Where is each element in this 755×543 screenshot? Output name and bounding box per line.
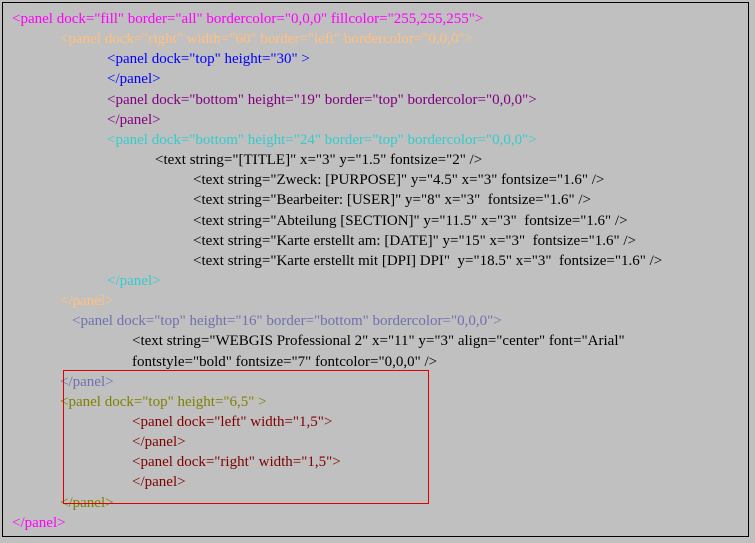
code-line-panel-right15-open: <panel dock="right" width="1,5"> [132, 454, 341, 471]
code-line-panel-left-close: </panel> [132, 434, 186, 451]
highlight-box [63, 370, 429, 504]
code-line-panel-left-open: <panel dock="left" width="1,5"> [132, 414, 333, 430]
code-line-text-title: <text string="[TITLE]" x="3" y="1.5" fon… [155, 152, 483, 169]
code-line-text-purpose: <text string="Zweck: [PURPOSE]" y="4.5" … [193, 172, 605, 189]
code-line-panel-right15-close: </panel> [132, 474, 186, 491]
code-line-text-date: <text string="Karte erstellt am: [DATE]"… [193, 232, 636, 249]
code-line-panel-top-close: </panel> [107, 71, 161, 88]
code-line-panel-top16-open: <panel dock="top" height="16" border="bo… [72, 313, 502, 330]
code-line-text-user: <text string="Bearbeiter: [USER]" y="8" … [193, 192, 592, 209]
code-line-panel-right-open: <panel dock="right" width="60" border="l… [60, 31, 473, 48]
code-line-panel-bottom19-close: </panel> [107, 111, 161, 128]
code-line-panel-bottom24-open: <panel dock="bottom" height="24" border=… [107, 131, 537, 148]
code-line-panel-top16-close: </panel> [60, 373, 114, 390]
code-line-panel-top-open: <panel dock="top" height="30" > [107, 51, 310, 68]
code-line-text-webgis: <text string="WEBGIS Professional 2" x="… [132, 333, 625, 350]
code-line-panel-right-close: </panel> [60, 293, 114, 310]
code-line-text-section: <text string="Abteilung [SECTION]" y="11… [193, 212, 628, 229]
code-line-panel-bottom19-open: <panel dock="bottom" height="19" border=… [107, 91, 537, 108]
code-line-panel-bottom24-close: </panel> [107, 272, 161, 289]
code-line-panel-top65-open: <panel dock="top" height="6,5" > [60, 393, 267, 410]
code-frame [2, 2, 749, 537]
code-line-panel-fill-open: <panel dock="fill" border="all" borderco… [12, 11, 484, 27]
code-line-panel-top65-close: </panel> [60, 494, 114, 511]
code-line-panel-fill-close: </panel> [12, 514, 66, 531]
code-line-text-webgis-cont: fontstyle="bold" fontsize="7" fontcolor=… [132, 353, 438, 370]
code-line-text-dpi: <text string="Karte erstellt mit [DPI] D… [193, 252, 663, 269]
